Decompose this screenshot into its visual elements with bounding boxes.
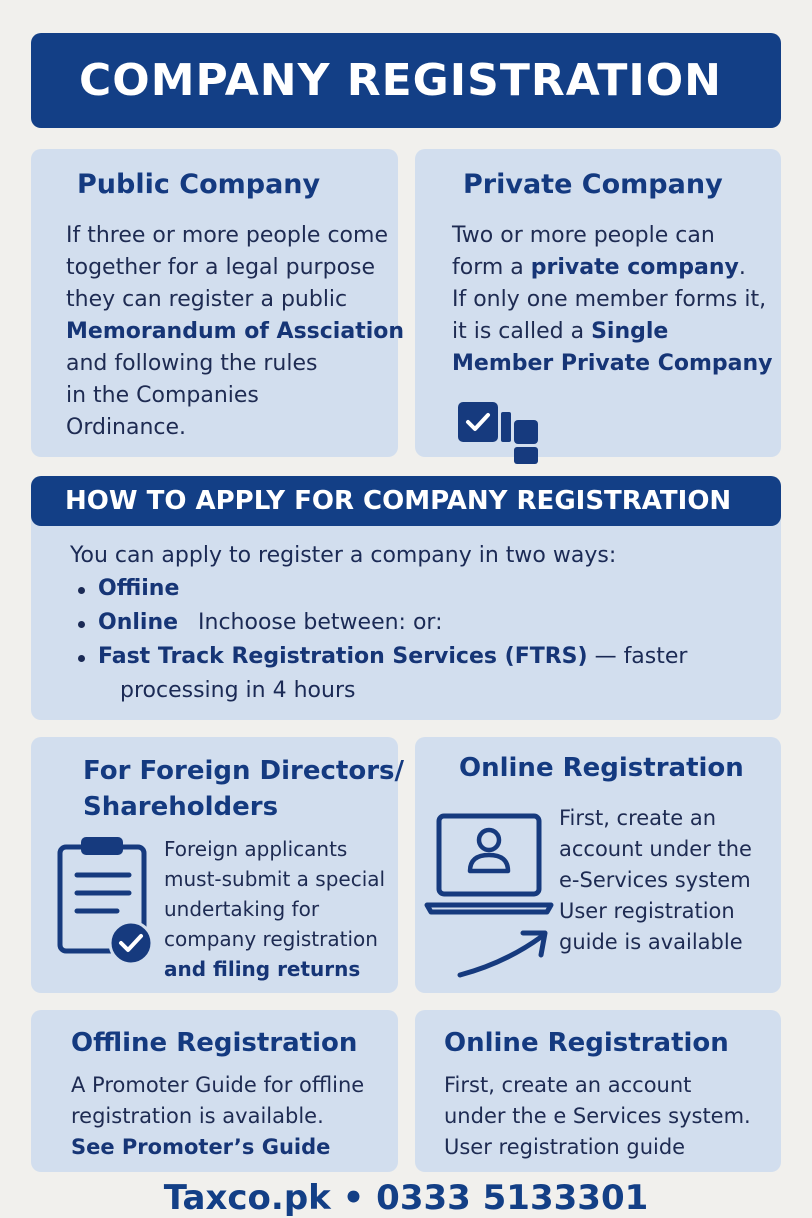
how-to-apply-intro: You can apply to register a company in t… (70, 543, 617, 568)
online-registration-title: Online Registration (444, 1028, 729, 1058)
online-line: User registration guide (444, 1135, 686, 1159)
apply-method-note: — faster (587, 644, 688, 669)
private-company-line: form a private company. (452, 252, 773, 284)
apply-method-label: Offiine (98, 576, 180, 601)
online-line: User registration (559, 899, 735, 923)
private-company-line: If only one member forms it, (452, 287, 767, 312)
public-company-title: Public Company (77, 169, 321, 200)
single-member-emphasis: Member Private Company (452, 351, 773, 376)
text-fragment: it is called a (452, 319, 592, 344)
apply-method-offline: Offiine (50, 572, 687, 606)
apply-method-label: Fast Track Registration Services (FTRS) (98, 644, 588, 669)
text-fragment: . (738, 255, 746, 280)
online-line: First, create an account (444, 1073, 692, 1097)
clipboard-check-icon (57, 837, 154, 966)
online-line: account under the (559, 837, 752, 861)
private-company-card: Private Company Two or more people can f… (415, 149, 781, 464)
laptop-user-icon (424, 813, 554, 978)
checkbox-document-icon (458, 402, 538, 464)
foreign-line-bold: and filing returns (164, 957, 361, 981)
apply-method-online: Online Inchoose between: or: (50, 606, 687, 640)
text-fragment: form a (452, 255, 531, 280)
online-registration-description: First, create an account under the e Ser… (444, 1070, 751, 1163)
apply-method-ftrs: Fast Track Registration Services (FTRS) … (50, 640, 687, 674)
private-company-line: Two or more people can (452, 223, 715, 248)
public-company-line: together for a legal purpose (66, 255, 376, 280)
foreign-directors-description: Foreign applicants must-submit a special… (164, 834, 385, 984)
foreign-line: must-submit a special (164, 867, 386, 891)
online-registration-title: Online Registration (459, 753, 744, 783)
offline-registration-description: A Promoter Guide for offline registratio… (71, 1070, 364, 1163)
public-company-description: If three or more people come together fo… (66, 220, 404, 444)
foreign-line: Foreign applicants (164, 837, 348, 861)
online-registration-card-top: Online Registration First, create an acc… (415, 737, 781, 993)
foreign-line: undertaking for (164, 897, 320, 921)
public-company-line-bold: Memorandum of Assciation (66, 319, 405, 344)
online-registration-description: First, create an account under the e-Ser… (559, 803, 752, 958)
foreign-directors-title: For Foreign Directors/ Shareholders (83, 753, 404, 825)
how-to-apply-content: You can apply to register a company in t… (70, 540, 687, 708)
offline-registration-title: Offline Registration (71, 1028, 358, 1058)
apply-method-label: Online (98, 610, 179, 635)
private-company-line: it is called a Single (452, 316, 773, 348)
how-to-apply-header: HOW TO APPLY FOR COMPANY REGISTRATION (31, 476, 781, 526)
online-registration-card-bottom: Online Registration First, create an acc… (415, 1010, 781, 1172)
private-company-emphasis: private company (530, 255, 739, 280)
offline-registration-card: Offline Registration A Promoter Guide fo… (31, 1010, 398, 1172)
online-line: guide is available (559, 930, 743, 954)
public-company-line: in the Companies (66, 383, 259, 408)
public-company-line: and following the rules (66, 351, 318, 376)
online-line: under the e Services system. (444, 1104, 751, 1128)
title-line: For Foreign Directors/ (83, 756, 405, 786)
apply-methods-list: Offiine Online Inchoose between: or: Fast… (50, 572, 687, 674)
single-member-emphasis: Single (591, 319, 669, 344)
online-line: First, create an (559, 806, 717, 830)
public-company-line: Ordinance. (66, 415, 187, 440)
offline-line: A Promoter Guide for offline (71, 1073, 365, 1097)
footer-contact: Taxco.pk • 0333 5133301 (163, 1178, 649, 1218)
online-line: e-Services system (559, 868, 751, 892)
foreign-directors-card: For Foreign Directors/ Shareholders Fore… (31, 737, 404, 993)
public-company-line: If three or more people come (66, 223, 388, 248)
title-banner: COMPANY REGISTRATION (31, 33, 781, 128)
offline-line: registration is available. (71, 1104, 324, 1128)
private-company-description: Two or more people can form a private co… (452, 220, 773, 380)
how-to-apply-title: HOW TO APPLY FOR COMPANY REGISTRATION (65, 486, 732, 516)
promoter-guide-link[interactable]: See Promoter’s Guide (71, 1135, 331, 1159)
how-to-apply-card: You can apply to register a company in t… (31, 500, 781, 720)
ftrs-processing-note: processing in 4 hours (120, 678, 356, 703)
page-title: COMPANY REGISTRATION (79, 55, 723, 106)
public-company-card: Public Company If three or more people c… (31, 149, 404, 457)
apply-method-note: Inchoose between: or: (198, 610, 443, 635)
title-line: Shareholders (83, 792, 279, 822)
public-company-line: they can register a public (66, 287, 348, 312)
foreign-line: company registration (164, 927, 378, 951)
private-company-title: Private Company (463, 169, 723, 200)
